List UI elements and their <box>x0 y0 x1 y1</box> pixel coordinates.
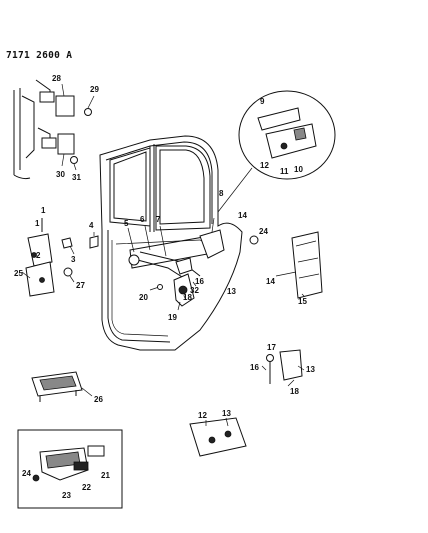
hinge-bolt-29 <box>84 108 92 116</box>
clip-2 <box>61 237 73 249</box>
callout-6: 6 <box>140 215 145 224</box>
window-regulator <box>127 217 225 283</box>
callout-25: 25 <box>14 269 23 278</box>
callout-24: 24 <box>259 227 268 236</box>
inset-lock-pin <box>280 142 288 150</box>
bracket-rivet-b <box>224 430 232 438</box>
rear-door-shell <box>99 135 243 351</box>
callout-12b: 12 <box>198 411 207 420</box>
callout-27: 27 <box>76 281 85 290</box>
screw-20 <box>157 284 163 290</box>
callout-13c: 13 <box>222 409 231 418</box>
diagram-code: 7171 2600 A <box>6 50 72 61</box>
regulator-handle-hub <box>178 285 188 295</box>
callout-29: 29 <box>90 85 99 94</box>
regulator-handle-assembly <box>149 273 197 311</box>
inset-lock-cylinder <box>265 123 317 159</box>
callout-16b: 16 <box>250 363 259 372</box>
callout-12: 12 <box>260 161 269 170</box>
callout-13: 13 <box>227 287 236 296</box>
callout-1b: 1 <box>35 219 40 228</box>
callout-2: 2 <box>36 251 41 260</box>
lower-latch-bracket-group <box>189 417 247 457</box>
callout-8: 8 <box>219 189 224 198</box>
latch-rivet-b <box>39 277 45 283</box>
callout-30: 30 <box>56 170 65 179</box>
handle-screw-24 <box>32 474 40 482</box>
right-trim-panel-group <box>249 231 323 299</box>
callout-4: 4 <box>89 221 94 230</box>
callout-3: 3 <box>71 255 76 264</box>
callout-1: 1 <box>41 206 46 215</box>
body-pillar-hinge-group <box>13 79 95 180</box>
lock-detail-inset <box>217 90 336 213</box>
regulator-pivot <box>128 254 140 266</box>
callout-11: 11 <box>280 167 289 176</box>
rear-latch-body <box>279 349 303 381</box>
callout-19: 19 <box>168 313 177 322</box>
upper-hinge-door-part <box>55 95 75 117</box>
callout-13b: 13 <box>306 365 315 374</box>
callout-23: 23 <box>62 491 71 500</box>
latch-bracket <box>189 417 247 457</box>
lower-hinge-door-part <box>57 133 75 155</box>
regulator-arm-plate <box>175 257 193 275</box>
callout-20: 20 <box>139 293 148 302</box>
callout-10: 10 <box>294 165 303 174</box>
latch-striker <box>27 233 53 267</box>
callout-21: 21 <box>101 471 110 480</box>
bracket-rivet-a <box>208 436 216 444</box>
handle-insert-21 <box>87 445 105 457</box>
door-check-latch-group <box>21 218 99 297</box>
latch-rivet-a <box>31 252 37 258</box>
inset-lock-clip <box>293 127 307 141</box>
handle-insert-22 <box>73 461 89 471</box>
callout-22: 22 <box>82 483 91 492</box>
callout-7: 7 <box>156 215 161 224</box>
bumper-27 <box>63 267 73 277</box>
armrest-base-26 <box>31 371 93 402</box>
lower-hinge-body-part <box>41 137 57 149</box>
callout-31: 31 <box>72 173 81 182</box>
callout-14b: 14 <box>266 277 275 286</box>
trim-panel <box>291 231 323 299</box>
callout-15: 15 <box>298 297 307 306</box>
latch-spring-17 <box>266 354 274 362</box>
callout-labels: 1 1 2 3 4 5 6 7 8 9 10 11 12 13 14 14 15… <box>14 74 315 500</box>
callout-16: 16 <box>195 277 204 286</box>
hinge-bolt-31 <box>70 156 78 164</box>
callout-32: 32 <box>190 286 199 295</box>
callout-9: 9 <box>260 97 265 106</box>
callout-18: 18 <box>183 293 192 302</box>
door-latch-assembly <box>199 229 225 259</box>
callout-5: 5 <box>124 219 129 228</box>
callout-28: 28 <box>52 74 61 83</box>
screw-24 <box>249 235 259 245</box>
upper-hinge-body-part <box>39 91 55 103</box>
callout-18b: 18 <box>290 387 299 396</box>
callout-24b: 24 <box>22 469 31 478</box>
inset-lock-rod <box>257 107 301 131</box>
armrest-base-recess <box>39 375 77 391</box>
callout-26: 26 <box>94 395 103 404</box>
rear-latch-group <box>261 349 305 387</box>
handle-detail-inset <box>17 429 123 509</box>
clip-4 <box>89 235 99 249</box>
callout-17: 17 <box>267 343 276 352</box>
callout-14: 14 <box>238 211 247 220</box>
